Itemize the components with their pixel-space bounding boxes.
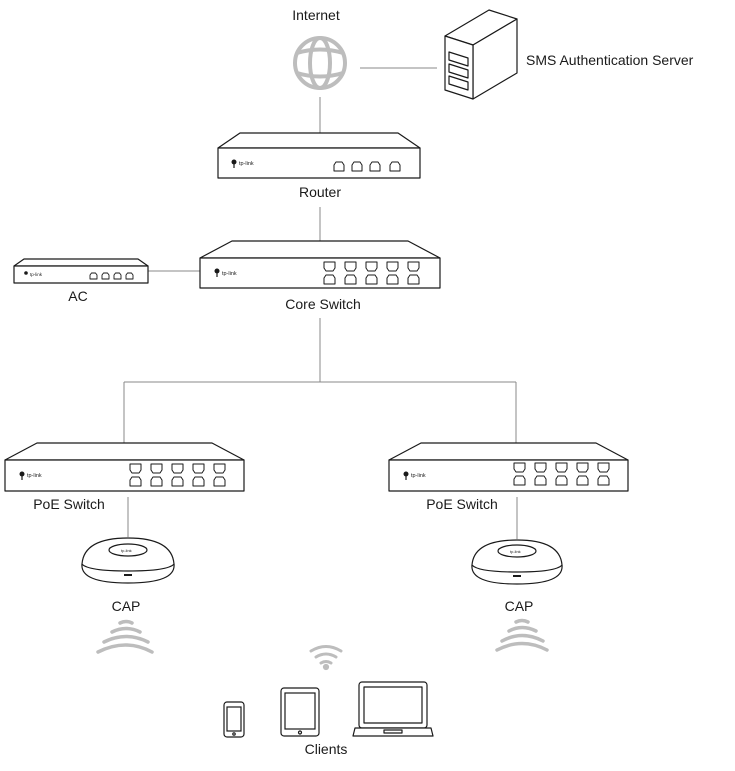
ethernet-port-icon [344, 261, 357, 272]
ethernet-port-icon [192, 463, 205, 474]
core-switch-device: tp-link [199, 240, 441, 289]
ethernet-port-icon [171, 476, 184, 487]
router-brand: tp-link [239, 161, 254, 167]
ethernet-port-icon [171, 463, 184, 474]
ethernet-port-icon [407, 274, 420, 285]
ac-logo-icon [24, 271, 28, 275]
cap-right-brand: tp-link [510, 549, 521, 554]
ethernet-port-icon [323, 274, 336, 285]
phone-icon [223, 701, 245, 738]
wifi-signal-left-icon [96, 619, 154, 654]
server-icon [444, 9, 518, 100]
ac-device: tp-link [13, 258, 149, 284]
ethernet-port-icon [150, 463, 163, 474]
ethernet-port-icon [555, 462, 568, 473]
ethernet-port-icon [150, 476, 163, 487]
core-switch-ports [323, 261, 420, 285]
ethernet-port-icon [129, 463, 142, 474]
wifi-signal-center-icon [309, 645, 343, 671]
ac-ports [89, 272, 134, 280]
ethernet-port-icon [597, 475, 610, 486]
cap-left-label: CAP [111, 598, 141, 614]
poe-switch-right-label: PoE Switch [426, 496, 498, 512]
ethernet-port-icon [407, 261, 420, 272]
ethernet-port-icon [534, 462, 547, 473]
poe-left-brand: tp-link [27, 473, 42, 479]
ethernet-port-icon [555, 475, 568, 486]
connection-lines [123, 67, 518, 539]
internet-label: Internet [292, 7, 340, 23]
ethernet-port-icon [129, 476, 142, 487]
cap-left-brand: tp-link [121, 548, 132, 553]
tablet-icon [280, 687, 320, 737]
internet-globe-icon [293, 36, 347, 90]
laptop-icon [352, 681, 434, 737]
poe-switch-right-device: tp-link [388, 442, 629, 492]
ethernet-port-icon [386, 261, 399, 272]
ethernet-port-icon [576, 475, 589, 486]
ethernet-port-icon [344, 274, 357, 285]
ethernet-port-icon [323, 261, 336, 272]
router-device: tp-link [217, 132, 421, 179]
ethernet-port-icon [365, 261, 378, 272]
wifi-signal-right-icon [495, 618, 549, 652]
poe-switch-left-ports [129, 463, 226, 487]
ethernet-port-icon [513, 462, 526, 473]
poe-switch-right-ports [513, 462, 610, 486]
ethernet-port-icon [534, 475, 547, 486]
clients-label: Clients [304, 741, 348, 757]
ethernet-port-icon [597, 462, 610, 473]
ethernet-port-icon [513, 475, 526, 486]
ac-brand: tp-link [30, 272, 43, 277]
router-label: Router [298, 184, 342, 200]
ac-label: AC [68, 288, 88, 304]
ethernet-port-icon [576, 462, 589, 473]
poe-switch-left-label: PoE Switch [33, 496, 105, 512]
cap-right-label: CAP [504, 598, 534, 614]
poe-switch-left-device: tp-link [4, 442, 245, 492]
ethernet-port-icon [192, 476, 205, 487]
tp-link-logo-icon: tp-link [231, 159, 254, 168]
cap-right-device: tp-link [471, 539, 563, 585]
ethernet-port-icon [365, 274, 378, 285]
core-brand: tp-link [222, 271, 237, 277]
ethernet-port-icon [386, 274, 399, 285]
poe-right-brand: tp-link [411, 473, 426, 479]
core-switch-label: Core Switch [285, 296, 361, 312]
ethernet-port-icon [213, 476, 226, 487]
cap-left-device: tp-link [81, 537, 175, 584]
sms-server-label: SMS Authentication Server [526, 52, 694, 68]
router-ports [333, 161, 401, 172]
ethernet-port-icon [213, 463, 226, 474]
